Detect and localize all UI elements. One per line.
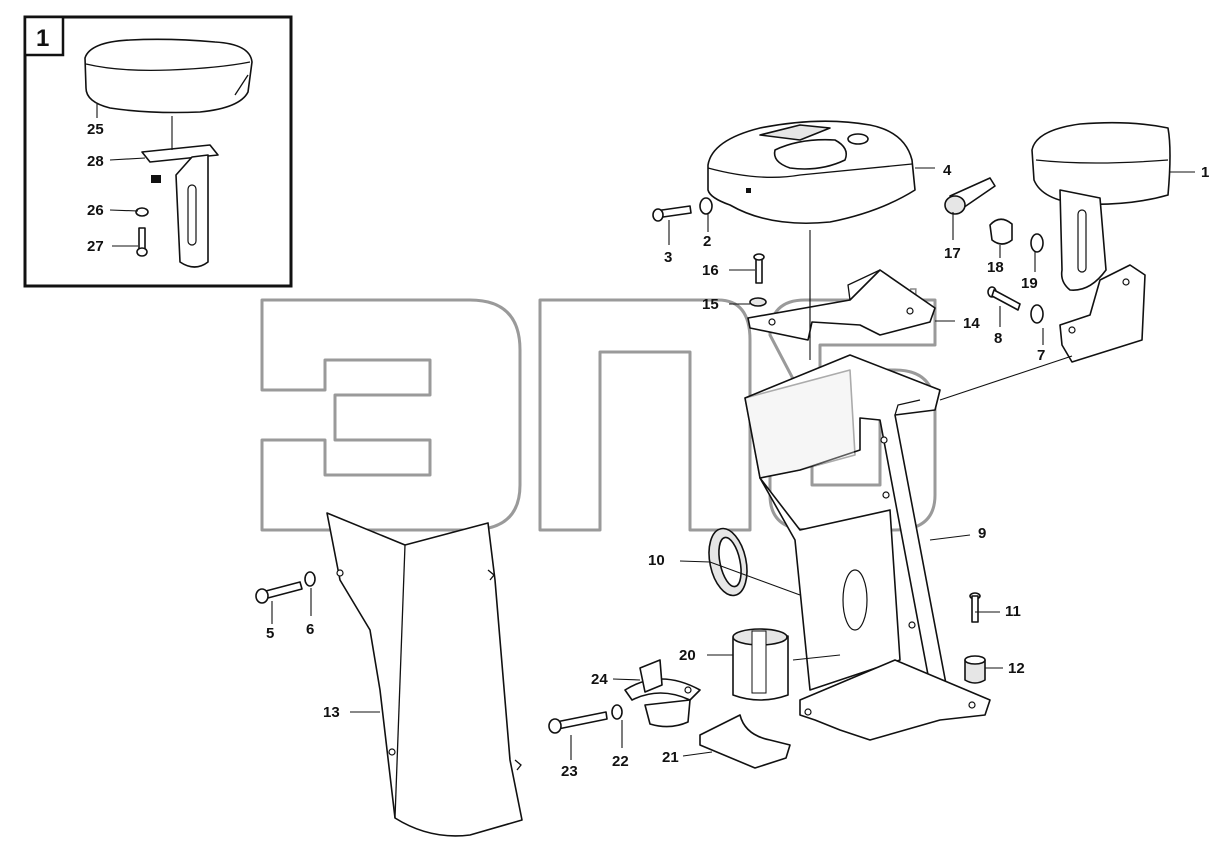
callout-7: 7 bbox=[1037, 347, 1045, 364]
callout-14: 14 bbox=[963, 315, 980, 332]
callout-20: 20 bbox=[679, 647, 696, 664]
callout-15: 15 bbox=[702, 296, 719, 313]
callout-25: 25 bbox=[87, 121, 104, 138]
part-console-frame bbox=[744, 354, 991, 741]
callout-28: 28 bbox=[87, 153, 104, 170]
callout-labels: 1 2 3 4 5 6 7 8 9 10 11 12 13 14 15 16 1… bbox=[87, 121, 1209, 780]
callout-13: 13 bbox=[323, 704, 340, 721]
callout-10: 10 bbox=[648, 552, 665, 569]
part-wedge-plate bbox=[699, 714, 791, 769]
inset-number: 1 bbox=[36, 25, 49, 52]
part-bolt-7-8 bbox=[987, 286, 1044, 324]
callout-4: 4 bbox=[943, 162, 952, 179]
part-screw-2-3 bbox=[652, 197, 713, 222]
callout-3: 3 bbox=[664, 249, 672, 266]
callout-6: 6 bbox=[306, 621, 314, 638]
callout-8: 8 bbox=[994, 330, 1002, 347]
part-adjust-knob bbox=[944, 177, 1044, 253]
part-bracket-plate bbox=[747, 269, 936, 341]
part-sleeve bbox=[732, 628, 789, 701]
part-bolt-5-6 bbox=[255, 571, 316, 604]
callout-16: 16 bbox=[702, 262, 719, 279]
part-bolt-15-16 bbox=[749, 253, 767, 307]
part-bolt-spacer-11-12 bbox=[964, 592, 986, 684]
callout-26: 26 bbox=[87, 202, 104, 219]
callout-11: 11 bbox=[1005, 603, 1021, 620]
callout-23: 23 bbox=[561, 763, 578, 780]
part-clamp bbox=[624, 659, 701, 728]
callout-12: 12 bbox=[1008, 660, 1025, 677]
leader-lines bbox=[271, 167, 1195, 760]
callout-1: 1 bbox=[1201, 164, 1209, 181]
part-cover-housing bbox=[707, 120, 916, 225]
callout-5: 5 bbox=[266, 625, 274, 642]
part-armrest bbox=[1031, 121, 1171, 363]
callout-18: 18 bbox=[987, 259, 1004, 276]
callout-24: 24 bbox=[591, 671, 608, 688]
callout-27: 27 bbox=[87, 238, 104, 255]
inset-detail-1: 1 bbox=[23, 15, 293, 288]
part-grommet bbox=[708, 527, 748, 597]
callout-17: 17 bbox=[944, 245, 961, 262]
callout-19: 19 bbox=[1021, 275, 1038, 292]
callout-9: 9 bbox=[978, 525, 986, 542]
callout-2: 2 bbox=[703, 233, 711, 250]
callout-21: 21 bbox=[662, 749, 679, 766]
callout-22: 22 bbox=[612, 753, 629, 770]
part-side-panel bbox=[326, 512, 523, 837]
part-bolt-22-23 bbox=[548, 704, 623, 734]
